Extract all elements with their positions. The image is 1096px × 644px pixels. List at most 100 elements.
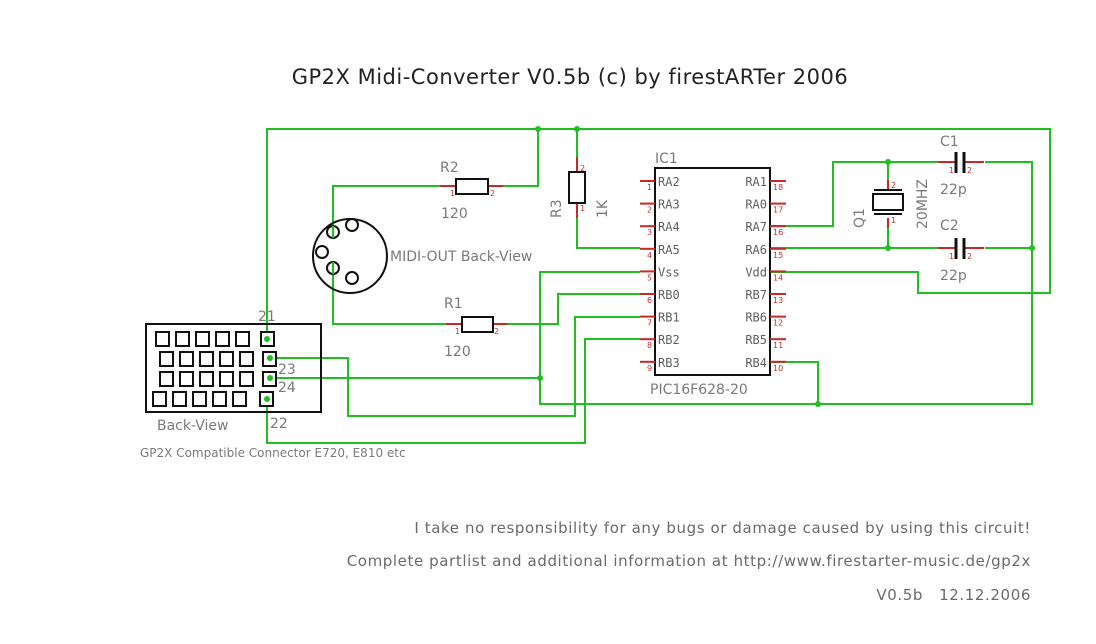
wire-r2-right: [495, 129, 539, 187]
wire-r1-left: [332, 268, 458, 325]
pin23-dot: [267, 355, 273, 361]
ic1-ref: IC1: [655, 151, 678, 167]
c1-capacitor[interactable]: C1 22p 1 2: [938, 134, 984, 198]
midi-out-label: MIDI-OUT Back-View: [390, 249, 532, 265]
junction-dot: [535, 126, 541, 132]
junction-dot: [574, 126, 580, 132]
c2-value: 22p: [940, 268, 967, 284]
ic-pin-number: 13: [773, 296, 783, 305]
r2-pin1-num: 1: [450, 189, 455, 198]
ic-pin-number: 18: [773, 183, 783, 192]
ic-pin-number: 9: [647, 364, 652, 373]
version-note: V0.5b 12.12.2006: [876, 586, 1031, 604]
schematic-title: GP2X Midi-Converter V0.5b (c) by firestA…: [292, 65, 848, 89]
connector-pad: [192, 391, 207, 407]
r2-ref: R2: [440, 160, 459, 176]
connector-caption: GP2X Compatible Connector E720, E810 etc: [140, 446, 406, 460]
r3-pin2-num: 2: [580, 164, 585, 173]
r3-ref: R3: [549, 199, 565, 218]
pin24-label: 24: [278, 380, 296, 396]
ic-pin-label: Vss: [658, 265, 680, 279]
ic-pin-number: 17: [773, 206, 783, 215]
ic1-part: PIC16F628-20: [650, 382, 748, 398]
junction-dot: [537, 375, 543, 381]
c2-ref: C2: [940, 218, 959, 234]
pin22-label: 22: [270, 416, 288, 432]
wire-rb4: [771, 361, 819, 404]
wire-c1-right: [985, 161, 1033, 248]
r2-body: [455, 178, 489, 195]
connector-pad: [219, 371, 234, 387]
ic-pin-number: 5: [647, 273, 652, 282]
q1-ref: Q1: [852, 208, 868, 228]
info-note: Complete partlist and additional informa…: [347, 552, 1031, 570]
r2-value: 120: [441, 206, 468, 222]
connector-pad: [219, 351, 234, 367]
r1-body: [461, 316, 494, 333]
ic-pin-number: 6: [647, 296, 652, 305]
connector-pad: [152, 391, 167, 407]
ic-pin-label: RB0: [658, 288, 680, 302]
midi-pin-hole: [345, 218, 359, 232]
midi-out-socket[interactable]: MIDI-OUT Back-View: [312, 218, 532, 294]
ic-pin-number: 10: [773, 364, 783, 373]
ic-pin-label: RA1: [745, 175, 767, 189]
disclaimer-note: I take no responsibility for any bugs or…: [414, 519, 1031, 537]
junction-dot: [885, 245, 891, 251]
c2-pin1-num: 1: [949, 252, 954, 261]
q1-value: 20MHZ: [915, 179, 931, 229]
connector-pad: [155, 331, 170, 347]
pin23-label: 23: [278, 362, 296, 378]
connector-outline: [145, 323, 322, 413]
q1-crystal[interactable]: Q1 20MHZ 2 1: [852, 179, 931, 229]
junction-dot: [1029, 245, 1035, 251]
connector-pad: [175, 331, 190, 347]
connector-pad: [195, 331, 210, 347]
connector-pad: [232, 391, 247, 407]
connector-pad: [215, 331, 230, 347]
ic-pin-label: RB3: [658, 356, 680, 370]
gp2x-connector[interactable]: 21 23 24 22 Back-View GP2X Compatible Co…: [140, 309, 406, 460]
connector-pad: [199, 371, 214, 387]
connector-pad: [179, 351, 194, 367]
ic-pin-label: RA6: [745, 243, 767, 257]
c2-capacitor[interactable]: C2 22p 1 2: [938, 218, 984, 284]
q1-body: [872, 193, 904, 211]
wire-r1-right: [497, 293, 640, 325]
pin21-label: 21: [258, 309, 276, 325]
ic-pin-number: 7: [647, 319, 652, 328]
r3-component[interactable]: R3 1K 2 1: [549, 157, 611, 218]
wire-pin23: [270, 316, 640, 417]
r2-component[interactable]: R2 120 1 2: [440, 160, 503, 222]
ic-pin-label: RB2: [658, 333, 680, 347]
connector-pad: [159, 351, 174, 367]
ic-pin-label: RA0: [745, 198, 767, 212]
connector-pad: [239, 371, 254, 387]
ic-pin-number: 1: [647, 183, 652, 192]
r3-value: 1K: [595, 199, 611, 218]
ic-pin-number: 2: [647, 206, 652, 215]
q1-pin2-num: 2: [891, 181, 896, 190]
wire-vss: [539, 248, 1033, 405]
ic-pin-label: RA5: [658, 243, 680, 257]
midi-pin-hole: [315, 245, 329, 259]
r3-body: [568, 171, 586, 204]
connector-pads: [152, 331, 277, 407]
r3-pin1-num: 1: [580, 204, 585, 213]
r2-pin2-num: 2: [490, 189, 495, 198]
junctions: [535, 126, 1035, 407]
ic-pin-label: RB6: [745, 311, 767, 325]
wire-r3-bottom: [576, 210, 640, 249]
ic-pin-label: RB1: [658, 311, 680, 325]
ic-pin-label: RA2: [658, 175, 680, 189]
r1-pin1-num: 1: [455, 327, 460, 336]
pin24-dot: [267, 375, 273, 381]
r1-component[interactable]: R1 120 1 2: [444, 296, 508, 360]
ic-pin-label: RA3: [658, 198, 680, 212]
c1-pin2-num: 2: [967, 166, 972, 175]
wire-r2-left: [332, 185, 455, 232]
c1-value: 22p: [940, 182, 967, 198]
